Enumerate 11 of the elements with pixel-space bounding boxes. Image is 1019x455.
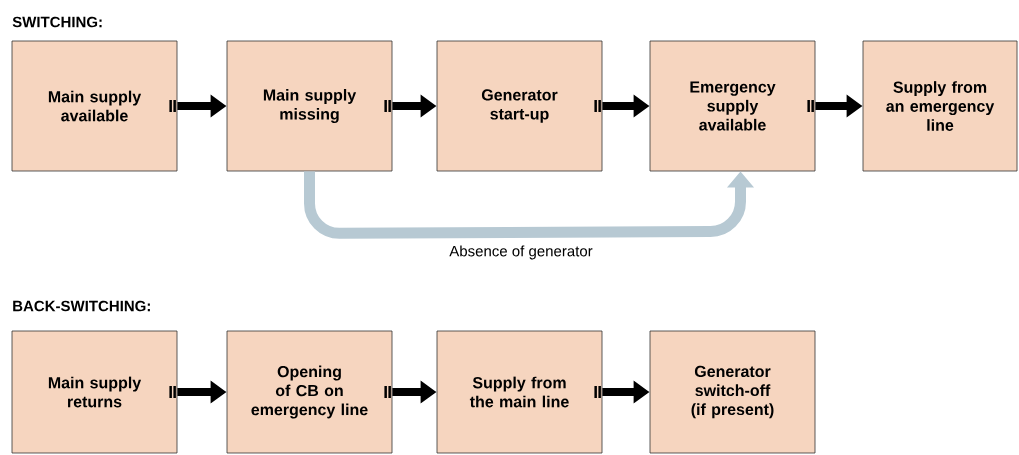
section-heading: BACK-SWITCHING: <box>13 300 150 312</box>
edge-label: Absence of generator <box>448 244 594 261</box>
process-box: Supply from the main line <box>436 330 603 454</box>
process-box: Supply from an emergency line <box>862 40 1018 172</box>
process-box: Main supply returns <box>11 330 178 454</box>
process-box: Emergency supply available <box>649 40 816 172</box>
process-box: Generator start-up <box>436 40 603 172</box>
process-box: Main supply missing <box>226 40 393 172</box>
process-box: Generator switch-off (if present) <box>649 330 816 454</box>
process-box: Main supply available <box>11 40 178 172</box>
process-box: Opening of CB on emergency line <box>226 330 393 454</box>
